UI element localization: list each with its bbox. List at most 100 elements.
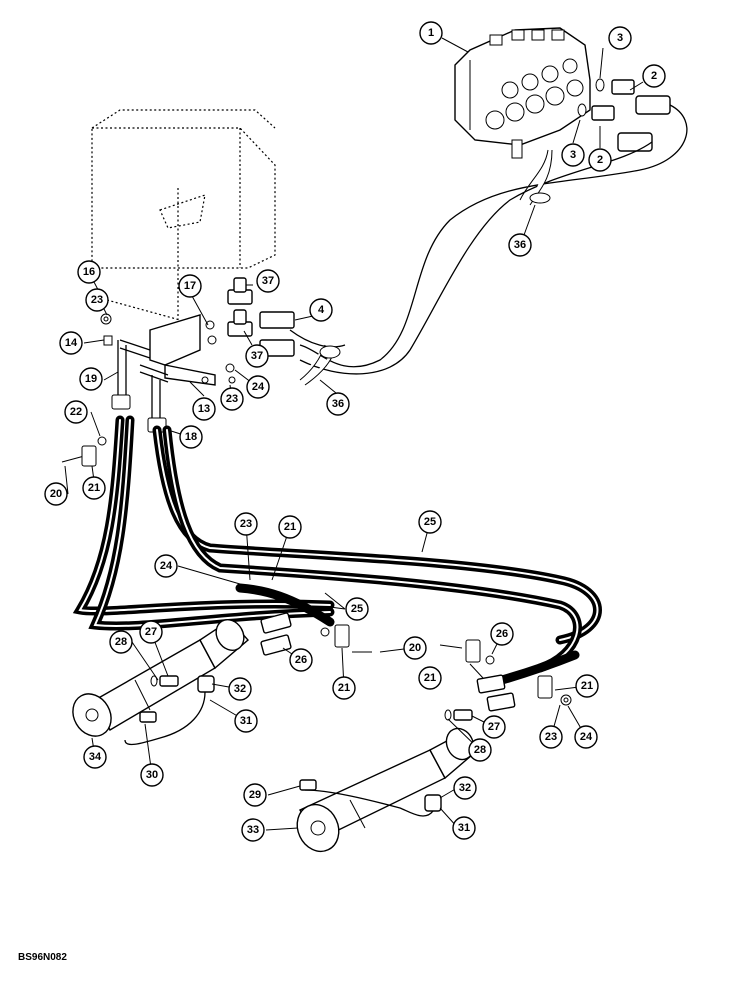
svg-text:27: 27 xyxy=(488,721,500,733)
leader-lines xyxy=(64,37,644,831)
svg-text:21: 21 xyxy=(424,672,436,684)
svg-text:24: 24 xyxy=(252,381,265,393)
svg-text:22: 22 xyxy=(70,406,82,418)
svg-text:13: 13 xyxy=(198,403,210,415)
callout-21: 21 xyxy=(418,666,442,690)
callout-13: 13 xyxy=(192,397,216,421)
callout-32: 32 xyxy=(453,776,477,800)
svg-text:3: 3 xyxy=(617,32,623,44)
control-valve xyxy=(454,27,591,159)
cylinder-right-fittings xyxy=(299,709,473,817)
callout-34: 34 xyxy=(83,745,107,769)
left-clamp-set xyxy=(61,436,107,467)
svg-text:23: 23 xyxy=(91,294,103,306)
callout-20: 20 xyxy=(44,482,68,506)
svg-text:20: 20 xyxy=(409,642,421,654)
svg-text:33: 33 xyxy=(247,824,259,836)
callout-23: 23 xyxy=(539,725,563,749)
svg-text:4: 4 xyxy=(318,304,325,316)
svg-text:17: 17 xyxy=(184,280,196,292)
svg-text:21: 21 xyxy=(284,521,296,533)
callout-28: 28 xyxy=(468,738,492,762)
callout-20: 20 xyxy=(403,636,427,660)
callout-16: 16 xyxy=(77,260,101,284)
diagram-code: BS96N082 xyxy=(18,952,67,963)
callout-21: 21 xyxy=(82,476,106,500)
callout-2: 2 xyxy=(642,64,666,88)
svg-text:28: 28 xyxy=(115,636,127,648)
bolt-washer-set xyxy=(100,299,181,346)
svg-text:21: 21 xyxy=(581,680,593,692)
svg-text:36: 36 xyxy=(332,398,344,410)
frame-rail xyxy=(91,109,276,320)
callout-22: 22 xyxy=(64,400,88,424)
svg-text:18: 18 xyxy=(185,431,197,443)
callout-21: 21 xyxy=(278,515,302,539)
callout-24: 24 xyxy=(246,375,270,399)
svg-text:25: 25 xyxy=(424,516,436,528)
svg-text:30: 30 xyxy=(146,769,158,781)
callout-14: 14 xyxy=(59,331,83,355)
elbow-fittings xyxy=(227,277,295,357)
callout-25: 25 xyxy=(345,597,369,621)
callout-2: 2 xyxy=(588,148,612,172)
callout-26: 26 xyxy=(289,648,313,672)
tube-assembly xyxy=(111,339,169,433)
callout-17: 17 xyxy=(178,274,202,298)
svg-text:26: 26 xyxy=(295,654,307,666)
callout-23: 23 xyxy=(220,387,244,411)
callout-23: 23 xyxy=(234,512,258,536)
mounting-bracket xyxy=(149,314,236,386)
cylinder-right xyxy=(296,727,475,853)
svg-text:3: 3 xyxy=(570,149,576,161)
callout-27: 27 xyxy=(139,620,163,644)
callout-36: 36 xyxy=(326,392,350,416)
callout-31: 31 xyxy=(234,709,258,733)
svg-text:19: 19 xyxy=(85,373,97,385)
mid-clamp-set xyxy=(320,624,372,653)
svg-text:24: 24 xyxy=(580,731,593,743)
svg-text:29: 29 xyxy=(249,789,261,801)
valve-supply-hoses xyxy=(289,104,688,375)
main-hoses xyxy=(72,415,602,687)
callout-25: 25 xyxy=(418,510,442,534)
svg-text:20: 20 xyxy=(50,488,62,500)
hose-clamp-lower xyxy=(299,344,341,386)
svg-text:21: 21 xyxy=(338,682,350,694)
callout-31: 31 xyxy=(452,816,476,840)
cylinder-left-fittings xyxy=(124,675,215,746)
svg-text:31: 31 xyxy=(458,822,470,834)
svg-text:23: 23 xyxy=(226,393,238,405)
callout-24: 24 xyxy=(574,725,598,749)
svg-text:14: 14 xyxy=(65,337,78,349)
callout-23: 23 xyxy=(85,288,109,312)
callout-3: 3 xyxy=(608,26,632,50)
callout-18: 18 xyxy=(179,425,203,449)
hose-end-fittings xyxy=(260,612,516,712)
callout-37: 37 xyxy=(256,269,280,293)
svg-text:2: 2 xyxy=(597,154,603,166)
callout-32: 32 xyxy=(228,677,252,701)
callout-30: 30 xyxy=(140,763,164,787)
svg-text:32: 32 xyxy=(234,683,246,695)
svg-text:21: 21 xyxy=(88,482,100,494)
svg-text:31: 31 xyxy=(240,715,252,727)
callout-3: 3 xyxy=(561,143,585,167)
callout-1: 1 xyxy=(419,21,443,45)
right-clamp-set xyxy=(439,639,572,706)
svg-text:2: 2 xyxy=(651,70,657,82)
callout-19: 19 xyxy=(79,367,103,391)
valve-port-fittings xyxy=(577,78,671,152)
svg-text:28: 28 xyxy=(474,744,486,756)
callout-21: 21 xyxy=(575,674,599,698)
svg-text:23: 23 xyxy=(240,518,252,530)
callout-33: 33 xyxy=(241,818,265,842)
svg-text:37: 37 xyxy=(262,275,274,287)
svg-text:25: 25 xyxy=(351,603,363,615)
svg-text:34: 34 xyxy=(89,751,102,763)
svg-text:26: 26 xyxy=(496,628,508,640)
callout-21: 21 xyxy=(332,676,356,700)
hose-clamp-upper xyxy=(519,149,553,206)
